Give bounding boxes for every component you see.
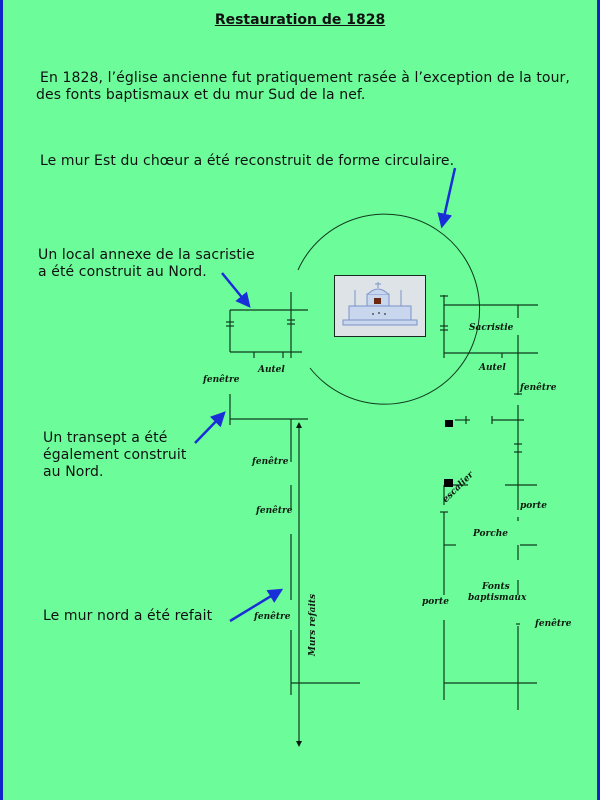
label-porte-ouest: porte [422, 597, 449, 607]
label-sacristie: Sacristie [469, 323, 514, 333]
altar-drawing-icon [335, 276, 425, 336]
choeur-text: Le mur Est du chœur a été reconstruit de… [40, 153, 455, 169]
sacristie-line-1: Un local annexe de la sacristie [38, 247, 255, 263]
plan-walls [226, 292, 538, 745]
label-porche: Porche [473, 529, 509, 539]
transept-arrow-icon [194, 411, 226, 444]
page-title: Restauration de 1828 [214, 12, 386, 28]
mur-nord-note: Le mur nord a été refait [43, 608, 212, 625]
sacristie-line-2: a été construit au Nord. [38, 264, 207, 280]
choeur-note: Le mur Est du chœur a été reconstruit de… [40, 153, 454, 170]
label-murs-refaits: Murs refaits [308, 593, 319, 657]
annotation-arrows [194, 167, 457, 623]
label-fenetre-transept: fenêtre [203, 375, 240, 385]
mur-nord-arrow-icon [229, 588, 284, 623]
sacristie-note: Un local annexe de la sacristie a été co… [38, 247, 255, 281]
circular-choir-wall [297, 213, 481, 405]
label-porte-sud: porte [520, 501, 547, 511]
label-fenetre-nef-2: fenêtre [256, 506, 293, 516]
transept-note: Un transept a été également construit au… [43, 430, 186, 481]
right-border [597, 0, 600, 800]
pillar-square-2 [444, 479, 453, 487]
label-fenetre-nef-3: fenêtre [254, 612, 291, 622]
sacristie-arrow-icon [221, 272, 251, 308]
choeur-arrow-icon [437, 167, 457, 229]
label-fonts-1: Fonts [482, 582, 510, 592]
pillar-square-1 [445, 420, 453, 427]
intro-paragraph: En 1828, l’église ancienne fut pratiquem… [36, 70, 580, 104]
transept-line-1: Un transept a été [43, 430, 168, 446]
label-autel-nord: Autel [258, 365, 285, 375]
transept-line-2: également construit [43, 447, 187, 463]
label-fenetre-nef-1: fenêtre [252, 457, 289, 467]
altar-sketch-image [334, 275, 426, 337]
label-autel-sud: Autel [479, 363, 506, 373]
left-border [0, 0, 3, 800]
label-fonts-2: baptismaux [468, 593, 527, 603]
transept-line-3: au Nord. [43, 464, 104, 480]
intro-line-2: des fonts baptismaux et du mur Sud de la… [36, 87, 366, 103]
label-fenetre-sud-1: fenêtre [520, 383, 557, 393]
mur-nord-text: Le mur nord a été refait [43, 608, 213, 624]
label-fenetre-sud-2: fenêtre [535, 619, 572, 629]
intro-line-1: En 1828, l’église ancienne fut pratiquem… [40, 70, 570, 86]
